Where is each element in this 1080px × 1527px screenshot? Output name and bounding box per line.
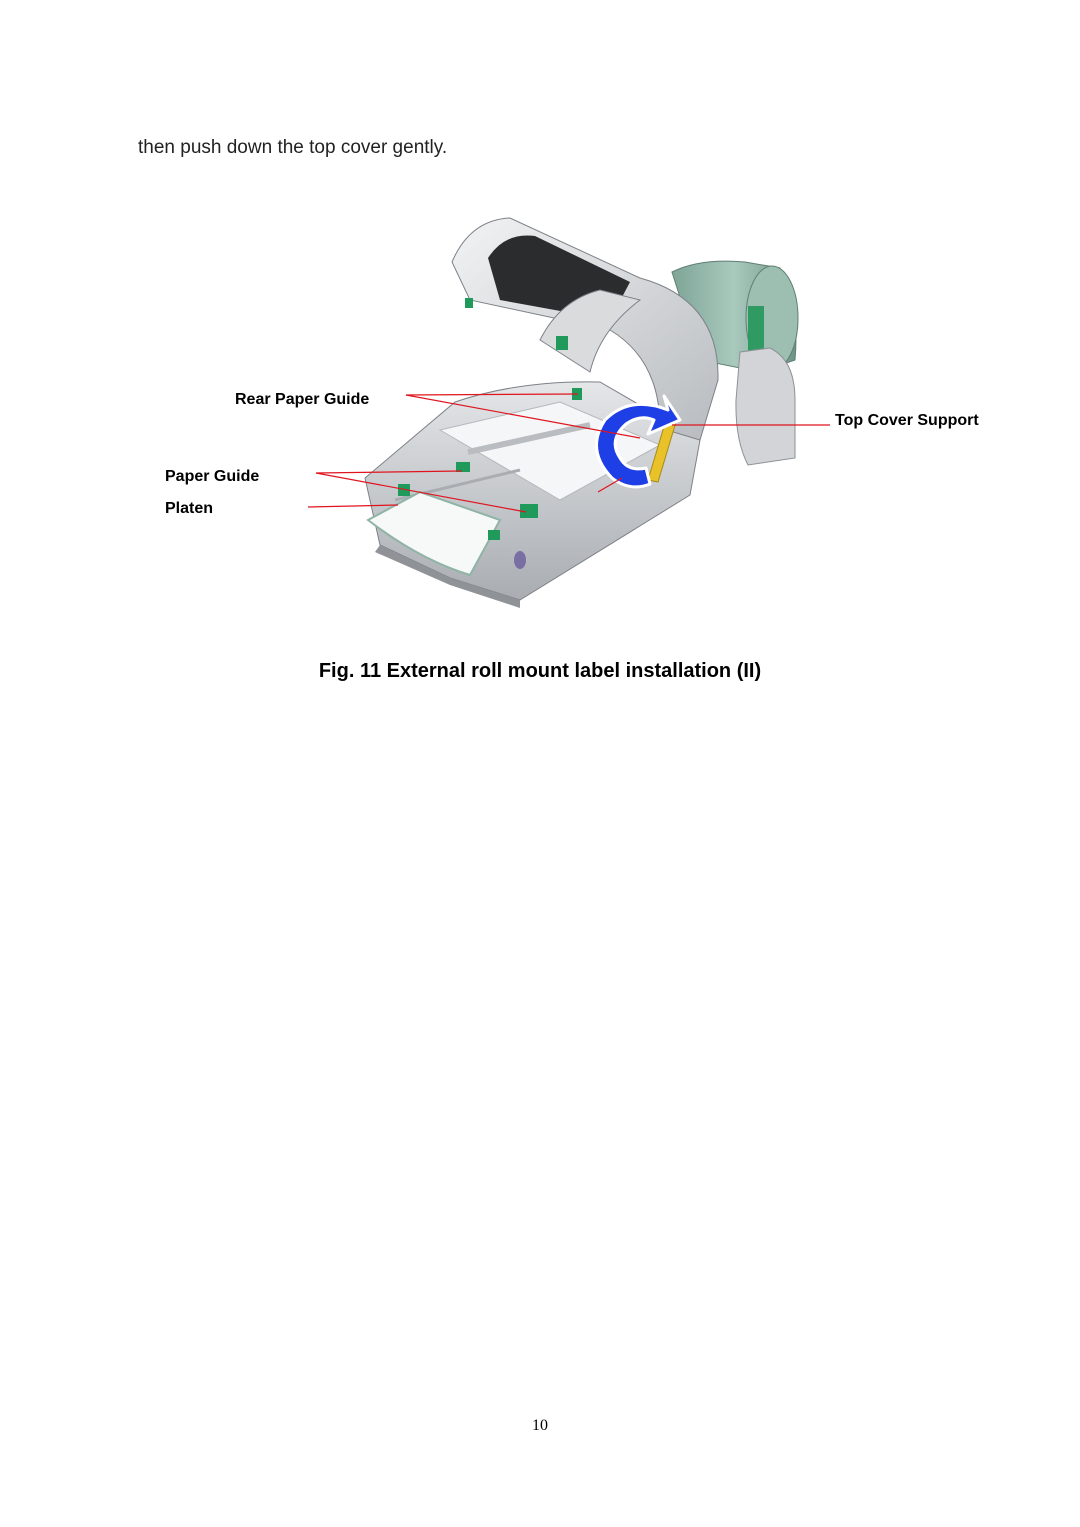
leader-line [405, 394, 641, 439]
leader-line [307, 504, 399, 508]
callout-rear-paper-guide: Rear Paper Guide [235, 391, 370, 408]
leader-line [315, 472, 527, 513]
printer-illustration [307, 217, 830, 608]
close-cover-arrow-icon [595, 394, 682, 489]
printer-figure: Rear Paper Guide Paper Guide Platen Top … [0, 0, 1080, 640]
leader-lines [307, 393, 830, 513]
callout-top-cover-support: Top Cover Support [835, 412, 979, 429]
leader-line [315, 470, 463, 474]
leader-line [405, 393, 579, 396]
external-roll [671, 260, 799, 466]
callout-paper-guide: Paper Guide [165, 468, 260, 485]
top-cover [451, 217, 719, 441]
callout-platen: Platen [165, 500, 214, 517]
page-number: 10 [532, 1417, 548, 1434]
leader-line [597, 477, 623, 493]
intro-text: then push down the top cover gently. [138, 137, 448, 158]
figure-caption: Fig. 11 External roll mount label instal… [318, 660, 762, 682]
